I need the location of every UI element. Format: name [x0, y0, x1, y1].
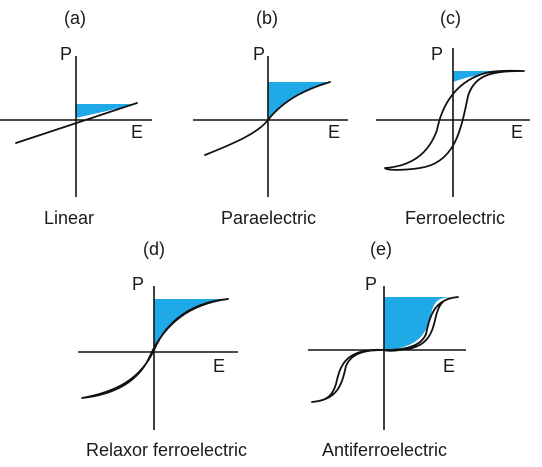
energy-storage-area	[268, 82, 330, 120]
panel-label: (e)	[370, 239, 392, 259]
e-axis-label: E	[443, 356, 455, 376]
hysteresis-loop-positive	[383, 296, 459, 352]
panel-caption: Linear	[44, 208, 94, 228]
panel-caption: Paraelectric	[221, 208, 316, 228]
panel-label: (b)	[256, 8, 278, 28]
e-axis-label: E	[213, 356, 225, 376]
energy-storage-area	[154, 299, 228, 350]
panel-antiferroelectric: (e) P E Antiferroelectric	[308, 239, 466, 460]
e-axis-label: E	[328, 122, 340, 142]
p-axis-label: P	[60, 44, 72, 64]
panel-paraelectric: (b) P E Paraelectric	[193, 8, 348, 228]
e-axis-label: E	[511, 122, 523, 142]
e-axis-label: E	[131, 122, 143, 142]
hysteresis-loop	[81, 298, 229, 399]
panel-label: (a)	[64, 8, 86, 28]
panel-caption: Relaxor ferroelectric	[86, 440, 247, 460]
hysteresis-loop	[384, 69, 525, 171]
energy-storage-area	[384, 297, 458, 350]
panel-linear: (a) P E Linear	[0, 8, 152, 228]
panel-caption: Ferroelectric	[405, 208, 505, 228]
hysteresis-loop-negative	[311, 348, 385, 403]
energy-storage-area	[453, 71, 524, 82]
panel-label: (d)	[143, 239, 165, 259]
p-axis-label: P	[431, 44, 443, 64]
p-axis-label: P	[132, 274, 144, 294]
panel-label: (c)	[440, 8, 461, 28]
p-axis-label: P	[253, 44, 265, 64]
panel-ferroelectric: (c) P E Ferroelectric	[376, 8, 530, 228]
panel-relaxor-ferroelectric: (d) P E Relaxor ferroelectric	[78, 239, 247, 460]
p-axis-label: P	[365, 274, 377, 294]
polarization-curve	[204, 81, 331, 156]
panel-caption: Antiferroelectric	[322, 440, 447, 460]
polarization-curve	[15, 102, 138, 144]
